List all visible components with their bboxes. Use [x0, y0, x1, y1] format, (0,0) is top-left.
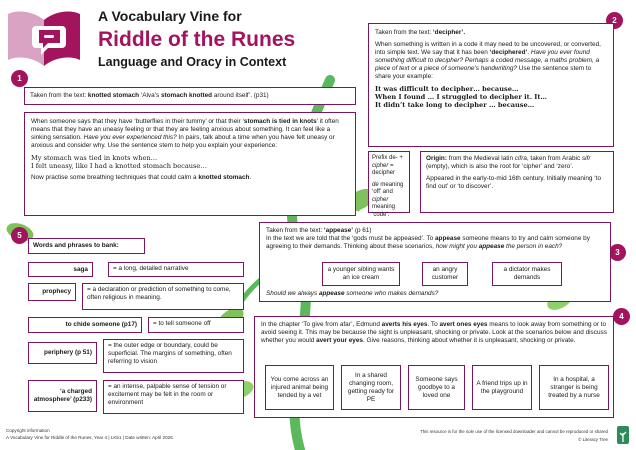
- appease-scenario-card: an angry customer: [422, 262, 468, 286]
- section2-paragraph: When something is written in a code it m…: [375, 41, 601, 80]
- quote-prefix: Taken from the text:: [30, 92, 88, 99]
- section4-paragraph: In the chapter ‘To give from afar’, Edmu…: [261, 321, 607, 344]
- vocab-definition: = a declaration or prediction of somethi…: [82, 283, 244, 310]
- section1-practise: Now practise some breathing techniques t…: [31, 174, 252, 182]
- avert-scenario-card: Someone says goodbye to a loved one: [408, 365, 465, 410]
- section3-question: Should we always appease someone who mak…: [266, 290, 439, 297]
- section-number-badge: 3: [609, 244, 626, 261]
- header-title-line1: A Vocabulary Vine for: [98, 8, 242, 24]
- section2-prefix-box: Prefix de- + cipher = decipher de meanin…: [368, 151, 410, 218]
- footer-licence: This resource is for the sole use of the…: [420, 429, 608, 434]
- vocab-term: periphery (p 51): [28, 342, 97, 364]
- sentence-stem: It didn’t take long to decipher … becaus…: [375, 101, 535, 110]
- section1-body: When someone says that they have ‘butter…: [24, 112, 356, 216]
- footer-copyright: Copyright information: [6, 428, 50, 433]
- sentence-stem: It was difficult to decipher… because…: [375, 85, 519, 93]
- section2-origin-box: Origin: from the Medieval latin cifra, t…: [420, 151, 614, 213]
- vocab-definition: = an intense, palpable sense of tension …: [103, 380, 244, 414]
- section2-appeared: Appeared in the early-to-mid 16th centur…: [426, 175, 602, 190]
- section1-quote: Taken from the text: knotted stomach ‘Al…: [24, 87, 356, 105]
- quote-text: ‘Alva’s: [139, 92, 161, 99]
- vocab-definition: = the outer edge or boundary, could be s…: [103, 339, 244, 373]
- footer-info: A Vocabulary Vine for Riddle of the Rune…: [6, 435, 173, 440]
- section-number-badge: 1: [11, 70, 28, 87]
- quote-term: stomach knotted: [160, 92, 213, 99]
- section5-heading: Words and phrases to bank:: [28, 238, 145, 254]
- footer-brand: © Literacy Tree: [578, 437, 608, 442]
- vocab-term: prophecy: [28, 283, 76, 301]
- section1-paragraph: When someone says that they have ‘butter…: [31, 118, 339, 149]
- avert-scenario-card: A friend trips up in the playground: [472, 365, 532, 410]
- section-number-badge: 4: [613, 308, 630, 325]
- avert-scenario-card: You come across an injured animal being …: [265, 365, 334, 410]
- page-title: Riddle of the Runes: [98, 28, 296, 51]
- sentence-stem: When I found … I struggled to decipher i…: [375, 93, 548, 102]
- section2-body: Taken from the text: ‘decipher’. When so…: [368, 23, 614, 147]
- quote-term: knotted stomach: [87, 92, 140, 99]
- vocab-term: to chide someone (p17): [28, 317, 142, 333]
- avert-scenario-card: In a hospital, a stranger is being treat…: [539, 365, 609, 410]
- section3-quote: Taken from the text: ‘appease’ (p 61): [266, 227, 372, 234]
- literacy-tree-logo-icon: [617, 426, 629, 444]
- section3-paragraph: In the text we are told that the ‘gods m…: [266, 235, 590, 250]
- page-subtitle: Language and Oracy in Context: [98, 55, 287, 69]
- sentence-stem: My stomach was tied in knots when…: [31, 154, 158, 162]
- appease-scenario-card: a dictator makes demands: [492, 262, 562, 286]
- book-logo-icon: [8, 11, 80, 66]
- appease-scenario-card: a younger sibling wants an ice cream: [322, 262, 400, 286]
- sentence-stem: I felt uneasy, like I had a knotted stom…: [31, 162, 207, 171]
- avert-scenario-card: In a shared changing room, getting ready…: [341, 365, 401, 410]
- vocab-definition: = to tell someone off: [148, 317, 244, 333]
- quote-text: around itself’. (p31): [212, 92, 269, 99]
- vocab-term: saga: [28, 262, 93, 277]
- vocab-term: ‘a charged atmosphere’ (p233): [28, 380, 97, 412]
- section2-quote: Taken from the text: ‘decipher’.: [375, 29, 466, 36]
- vocab-definition: = a long, detailed narrative: [108, 262, 244, 277]
- section-number-badge: 5: [11, 227, 28, 244]
